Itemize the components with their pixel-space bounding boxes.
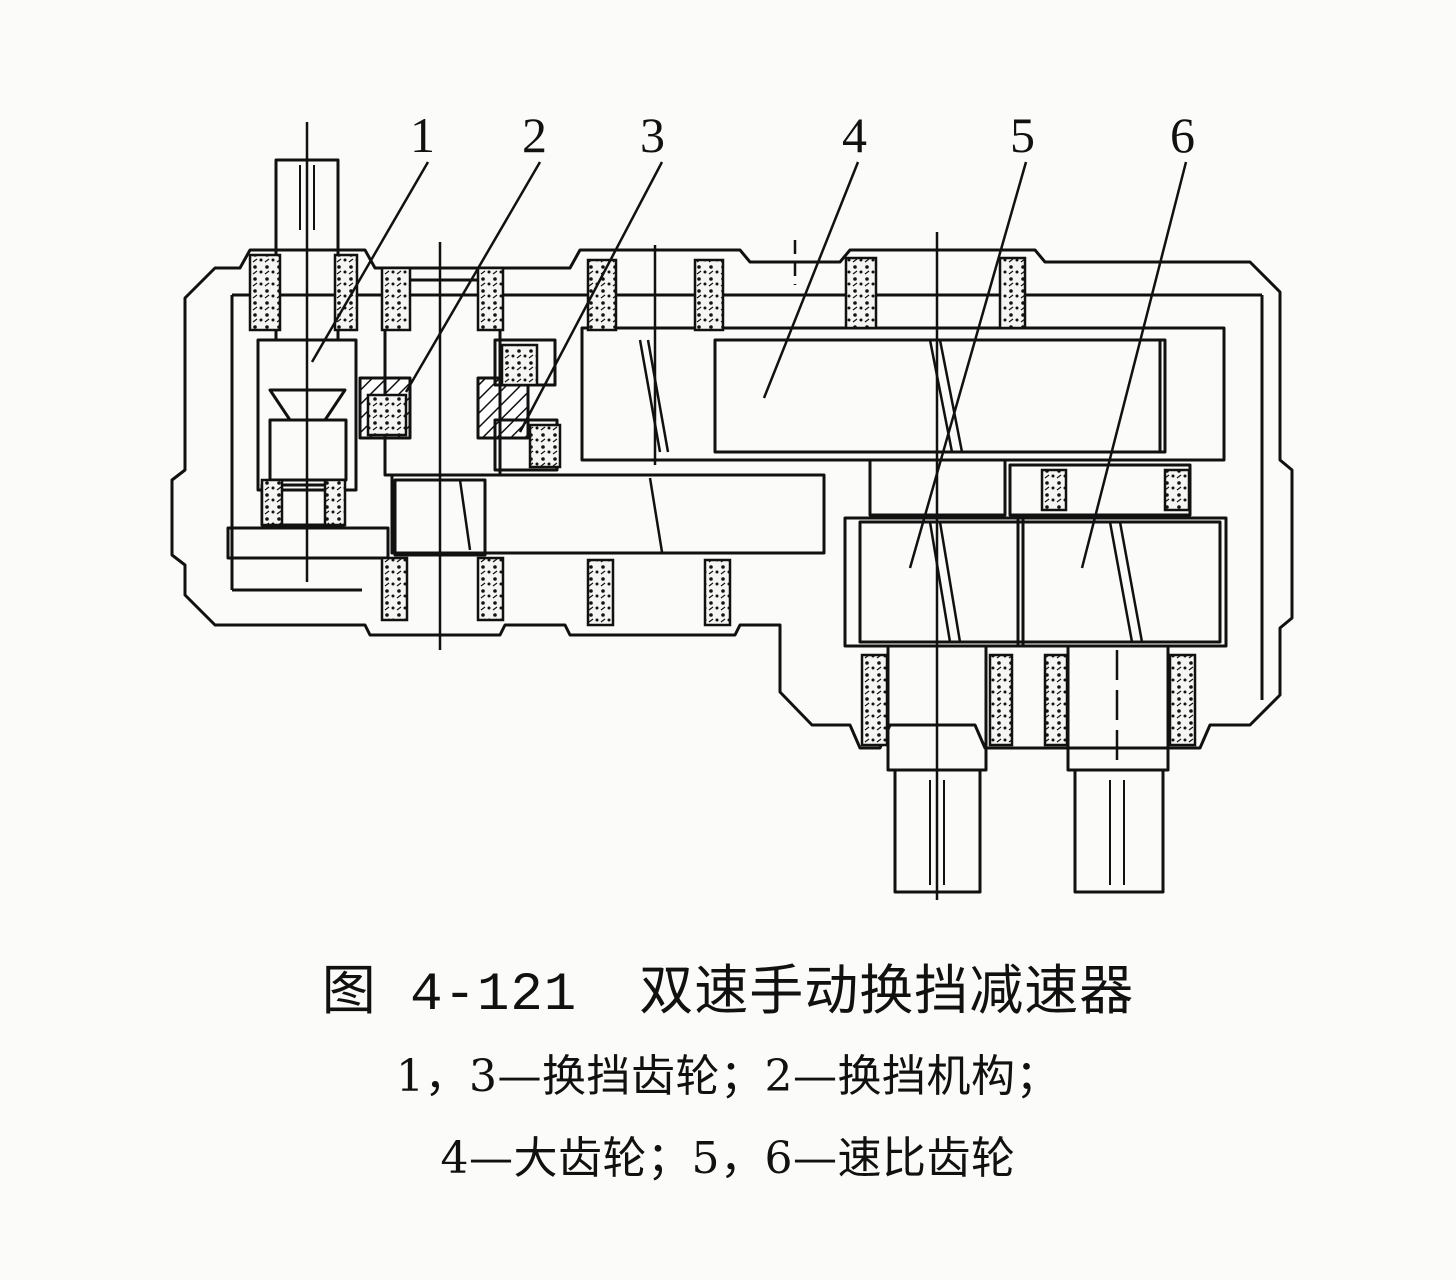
callout-5: 5 [1010,107,1035,163]
legend-line-1: 1，3—换挡齿轮；2—换挡机构； [396,1051,1060,1102]
callout-2: 2 [522,107,547,163]
callout-1: 1 [410,107,435,163]
bearing [860,653,889,747]
leader-line-4 [762,161,860,399]
bearing [693,258,725,332]
leader-line-3 [518,161,664,433]
bearing [998,256,1027,330]
bearing [988,653,1014,747]
bearing [323,478,347,527]
callout-4: 4 [842,107,867,163]
leader-line-1 [310,161,430,363]
legend-line-2: 4—大齿轮；5，6—速比齿轮 [440,1133,1016,1184]
figure-number: 图 4-121 [321,965,578,1026]
gearbox-diagram: 1 2 3 4 5 6 [170,107,1294,900]
bearing [844,256,878,330]
bearing [476,556,505,622]
bearing [248,253,282,332]
leader-line-5 [908,161,1028,569]
gear-5 [843,516,1025,648]
bearing [1040,468,1068,512]
callout-3: 3 [640,107,665,163]
leader-line-6 [1080,161,1188,569]
bearing [586,558,615,627]
bearing [703,558,732,627]
housing-outline [170,248,1294,750]
bearing [1163,468,1191,512]
bearing [1168,653,1197,747]
figure-title-text: 双速手动换挡减速器 [639,959,1135,1022]
bearing [366,393,408,437]
bearing [380,266,412,332]
callout-6: 6 [1170,107,1195,163]
lower-shaft [390,473,826,555]
leader-line-2 [404,161,542,393]
bearing [476,266,505,332]
figure-title: 图 4-121 双速手动换挡减速器 [0,946,1456,1026]
bearing [1043,653,1069,747]
bearing [500,343,539,387]
bearing [528,423,562,469]
bearing [260,478,284,527]
bearing [380,556,409,622]
housing-inner-wall [230,293,1264,700]
